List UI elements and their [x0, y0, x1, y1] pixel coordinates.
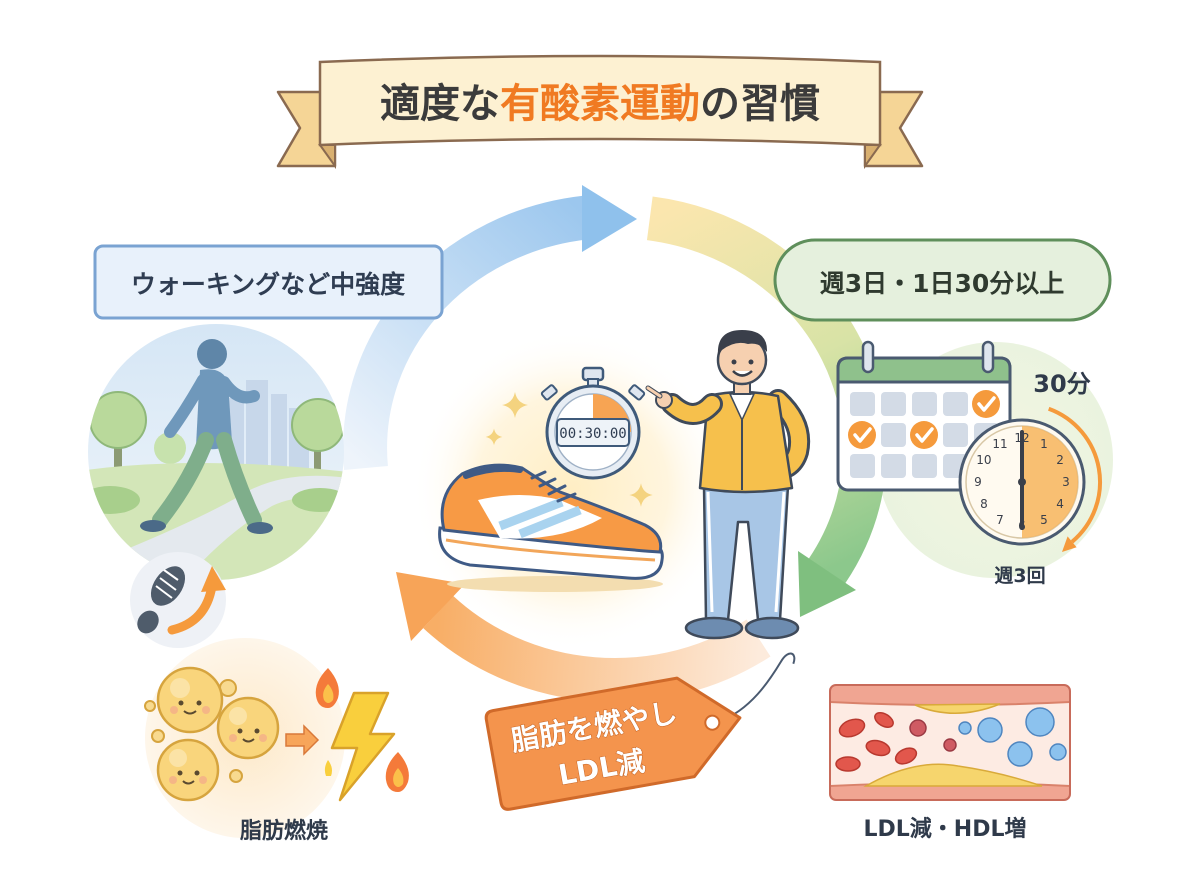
clock-number: 4: [1056, 497, 1064, 511]
weekly-label: 週3回: [994, 565, 1045, 587]
clock-number: 12: [1014, 431, 1029, 445]
clock-number: 3: [1062, 475, 1070, 489]
red-blood-cells: [835, 712, 918, 772]
cycle-arrowhead-green: [798, 551, 856, 617]
title-ribbon-icon: [276, 54, 924, 170]
clock-number: 9: [974, 475, 982, 489]
ldl-particles: [909, 719, 957, 752]
title-prefix: 適度な: [380, 81, 500, 127]
clock-number: 5: [1040, 513, 1048, 527]
frequency-label-pill: 週3日・1日30分以上: [773, 238, 1112, 322]
title-suffix: の習慣: [700, 81, 820, 127]
walking-person-icon: [140, 339, 273, 534]
cycle-arrowhead-blue: [582, 185, 637, 252]
fat-cell-icon: [144, 666, 280, 802]
clock-number: 2: [1056, 453, 1064, 467]
cycle-arrowhead-orange: [396, 572, 465, 641]
fat-burn-label: 脂肪燃焼: [240, 818, 328, 844]
footprint-arrow-icon: [130, 552, 226, 648]
clock-number: 11: [992, 437, 1007, 451]
coach-person-icon: [645, 330, 810, 640]
page-title: 適度な有酸素運動の習慣: [380, 81, 820, 127]
artery-icon: [829, 684, 1071, 801]
clock-number: 7: [996, 513, 1004, 527]
calendar-check-icon: [848, 390, 1000, 449]
lipid-label: LDL減・HDL増: [864, 816, 1027, 842]
lightning-icon: [330, 691, 396, 802]
clock-number: 1: [1040, 437, 1048, 451]
stopwatch-time: 00:30:00: [559, 426, 626, 442]
walking-scene: [88, 324, 344, 580]
duration-label: 30分: [1033, 370, 1090, 398]
clock-number: 10: [976, 453, 991, 467]
frequency-label: 週3日・1日30分以上: [820, 269, 1065, 298]
sparkle-icon: [485, 392, 653, 507]
cycle-arc-orange: [423, 595, 771, 702]
cycle-arc-green: [646, 196, 887, 584]
sneaker-icon: [438, 463, 664, 592]
fat-to-energy-arrow-icon: [285, 724, 320, 756]
stopwatch-icon: 00:30:00: [540, 366, 646, 480]
trees: [89, 391, 344, 485]
title-highlight: 有酸素運動: [500, 81, 700, 127]
price-tag-icon: 脂肪を燃やし LDL減: [484, 652, 796, 811]
intensity-label-box: ウォーキングなど中強度: [93, 244, 444, 320]
clock-number: 6: [1018, 519, 1026, 533]
flame-icon: [315, 668, 409, 792]
intensity-label: ウォーキングなど中強度: [131, 270, 405, 299]
clock-number: 8: [980, 497, 988, 511]
hdl-particles: [958, 707, 1067, 767]
